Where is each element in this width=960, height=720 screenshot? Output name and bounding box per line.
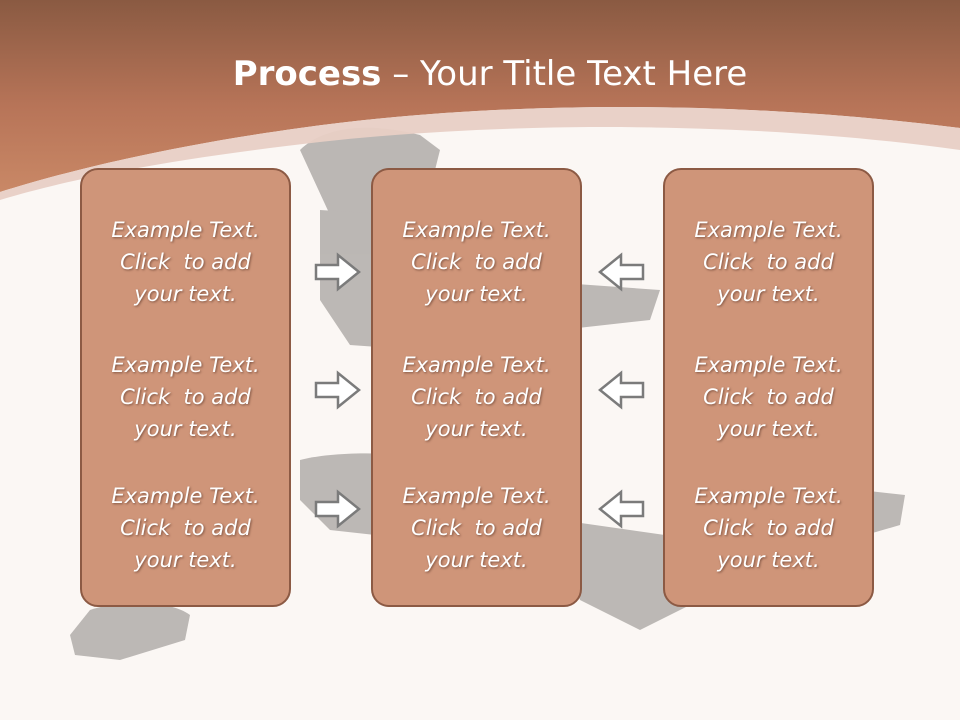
arrow-left-icon: [598, 489, 645, 529]
text-line: Example Text.: [402, 218, 551, 242]
text-line: your text.: [425, 417, 528, 441]
text-line: Example Text.: [694, 484, 843, 508]
title-bold: Process: [232, 54, 382, 94]
text-line: Example Text.: [694, 353, 843, 377]
process-box-left[interactable]: Example Text. Click to add your text. Ex…: [80, 168, 291, 607]
process-box-right[interactable]: Example Text. Click to add your text. Ex…: [663, 168, 874, 607]
text-line: your text.: [425, 548, 528, 572]
text-line: Click to add: [411, 250, 542, 274]
text-line: Example Text.: [111, 218, 260, 242]
text-line: your text.: [134, 548, 237, 572]
arrow-left-icon: [598, 370, 645, 410]
arrow-right-icon: [314, 370, 361, 410]
process-box-center[interactable]: Example Text. Click to add your text. Ex…: [371, 168, 582, 607]
text-line: your text.: [717, 282, 820, 306]
arrow-right-icon: [314, 489, 361, 529]
page-title: Process – Your Title Text Here: [0, 52, 960, 96]
text-line: Click to add: [120, 385, 251, 409]
text-line: Click to add: [120, 516, 251, 540]
text-line: Click to add: [411, 385, 542, 409]
text-line: your text.: [717, 548, 820, 572]
text-item[interactable]: Example Text. Click to add your text.: [82, 349, 289, 445]
text-line: your text.: [425, 282, 528, 306]
text-item[interactable]: Example Text. Click to add your text.: [373, 349, 580, 445]
text-item[interactable]: Example Text. Click to add your text.: [665, 214, 872, 310]
text-line: Click to add: [703, 250, 834, 274]
text-line: Click to add: [120, 250, 251, 274]
text-item[interactable]: Example Text. Click to add your text.: [82, 214, 289, 310]
text-line: Example Text.: [111, 353, 260, 377]
text-line: your text.: [134, 417, 237, 441]
text-line: your text.: [134, 282, 237, 306]
text-item[interactable]: Example Text. Click to add your text.: [373, 214, 580, 310]
arrow-right-icon: [314, 252, 361, 292]
text-item[interactable]: Example Text. Click to add your text.: [665, 349, 872, 445]
header-swoosh: [0, 107, 960, 200]
text-line: Click to add: [411, 516, 542, 540]
text-line: Example Text.: [402, 353, 551, 377]
title-rest: – Your Title Text Here: [381, 54, 748, 94]
text-line: your text.: [717, 417, 820, 441]
text-item[interactable]: Example Text. Click to add your text.: [665, 480, 872, 576]
text-item[interactable]: Example Text. Click to add your text.: [82, 480, 289, 576]
header-band: [0, 0, 960, 192]
text-line: Example Text.: [111, 484, 260, 508]
text-line: Click to add: [703, 516, 834, 540]
text-line: Example Text.: [402, 484, 551, 508]
text-item[interactable]: Example Text. Click to add your text.: [373, 480, 580, 576]
text-line: Example Text.: [694, 218, 843, 242]
arrow-left-icon: [598, 252, 645, 292]
text-line: Click to add: [703, 385, 834, 409]
